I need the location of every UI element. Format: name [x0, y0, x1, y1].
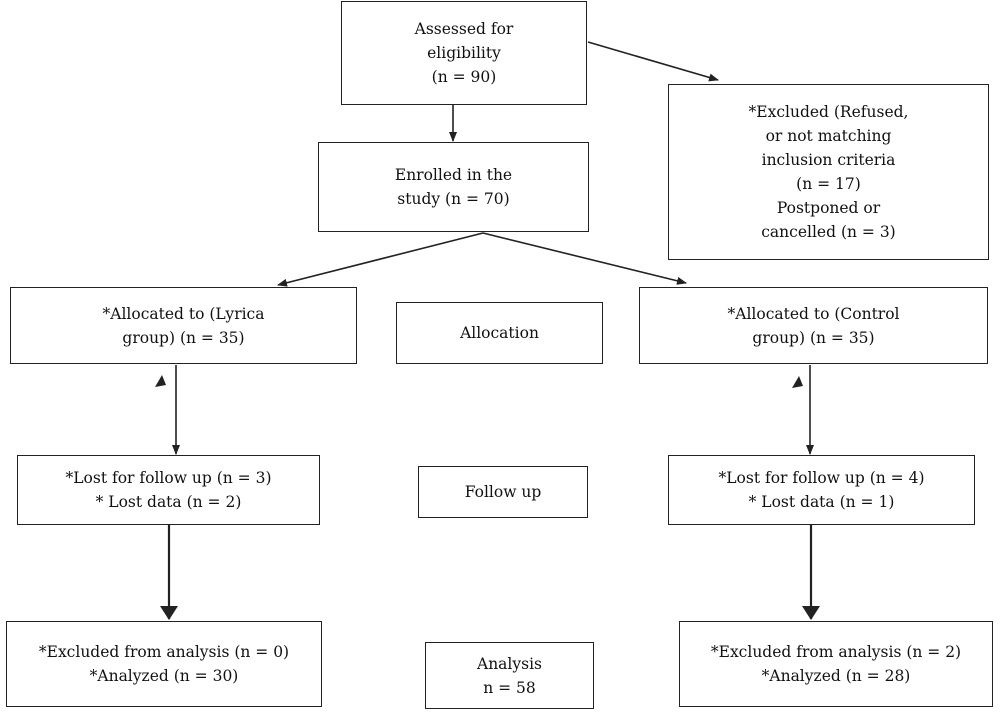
assessed-line-2: eligibility: [427, 44, 501, 62]
analysis-stage-label: Analysis: [477, 654, 542, 673]
assessed-box: Assessed for eligibility (n = 90): [341, 1, 587, 105]
lyrica-allocated-line-2: group) (n = 35): [122, 328, 245, 347]
excluded-top-line-1: *Excluded (Refused,: [748, 103, 909, 121]
assessed-line-1: Assessed for: [414, 20, 514, 38]
lyrica-allocated-line-1: *Allocated to (Lyrica: [102, 304, 265, 323]
control-followup-line-1: *Lost for follow up (n = 4): [718, 469, 925, 487]
lyrica-analysis-line-2: *Analyzed (n = 30): [89, 667, 239, 685]
excluded-top-line-5: Postponed or: [776, 199, 881, 217]
excluded-top-box: *Excluded (Refused, or not matching incl…: [668, 84, 989, 260]
control-followup-box: *Lost for follow up (n = 4) * Lost data …: [668, 455, 975, 525]
followup-stage-box: Follow up: [418, 466, 588, 518]
control-allocated-line-2: group) (n = 35): [752, 328, 875, 347]
enrolled-box: Enrolled in the study (n = 70): [318, 142, 589, 232]
lyrica-analysis-box: *Excluded from analysis (n = 0) *Analyze…: [6, 621, 322, 707]
enrolled-line-2: study (n = 70): [397, 190, 510, 208]
lyrica-followup-box: *Lost for follow up (n = 3) * Lost data …: [17, 455, 320, 525]
enrolled-line-1: Enrolled in the: [394, 166, 513, 184]
lyrica-allocated-box: *Allocated to (Lyrica group) (n = 35): [10, 287, 357, 364]
followup-stage-label: Follow up: [464, 483, 542, 501]
excluded-top-line-4: (n = 17): [796, 175, 861, 193]
control-analysis-box: *Excluded from analysis (n = 2) *Analyze…: [679, 621, 993, 707]
analysis-stage-box: Analysis n = 58: [425, 642, 594, 709]
lyrica-followup-line-1: *Lost for follow up (n = 3): [65, 469, 272, 487]
allocation-stage-label: Allocation: [460, 324, 539, 342]
analysis-stage-count: n = 58: [483, 678, 536, 697]
allocation-stage-box: Allocation: [396, 302, 603, 364]
control-analysis-line-2: *Analyzed (n = 28): [761, 667, 911, 685]
control-followup-line-2: * Lost data (n = 1): [748, 493, 895, 511]
arrow-assessed-to-excluded: [587, 41, 719, 82]
control-allocated-box: *Allocated to (Control group) (n = 35): [639, 287, 988, 364]
excluded-top-line-2: or not matching: [765, 127, 892, 145]
arrowhead-mark-right: [792, 376, 803, 388]
lyrica-followup-line-2: * Lost data (n = 2): [95, 493, 242, 511]
arrowhead-mark-left: [155, 375, 166, 387]
excluded-top-line-3: inclusion criteria: [761, 151, 896, 169]
control-allocated-line-1: *Allocated to (Control: [727, 304, 900, 323]
lyrica-analysis-line-1: *Excluded from analysis (n = 0): [38, 643, 290, 661]
arrow-enrolled-to-control: [482, 232, 687, 285]
arrow-enrolled-to-lyrica: [277, 232, 484, 287]
excluded-top-line-6: cancelled (n = 3): [761, 223, 896, 241]
control-analysis-line-1: *Excluded from analysis (n = 2): [710, 643, 962, 661]
assessed-line-3: (n = 90): [431, 68, 497, 86]
